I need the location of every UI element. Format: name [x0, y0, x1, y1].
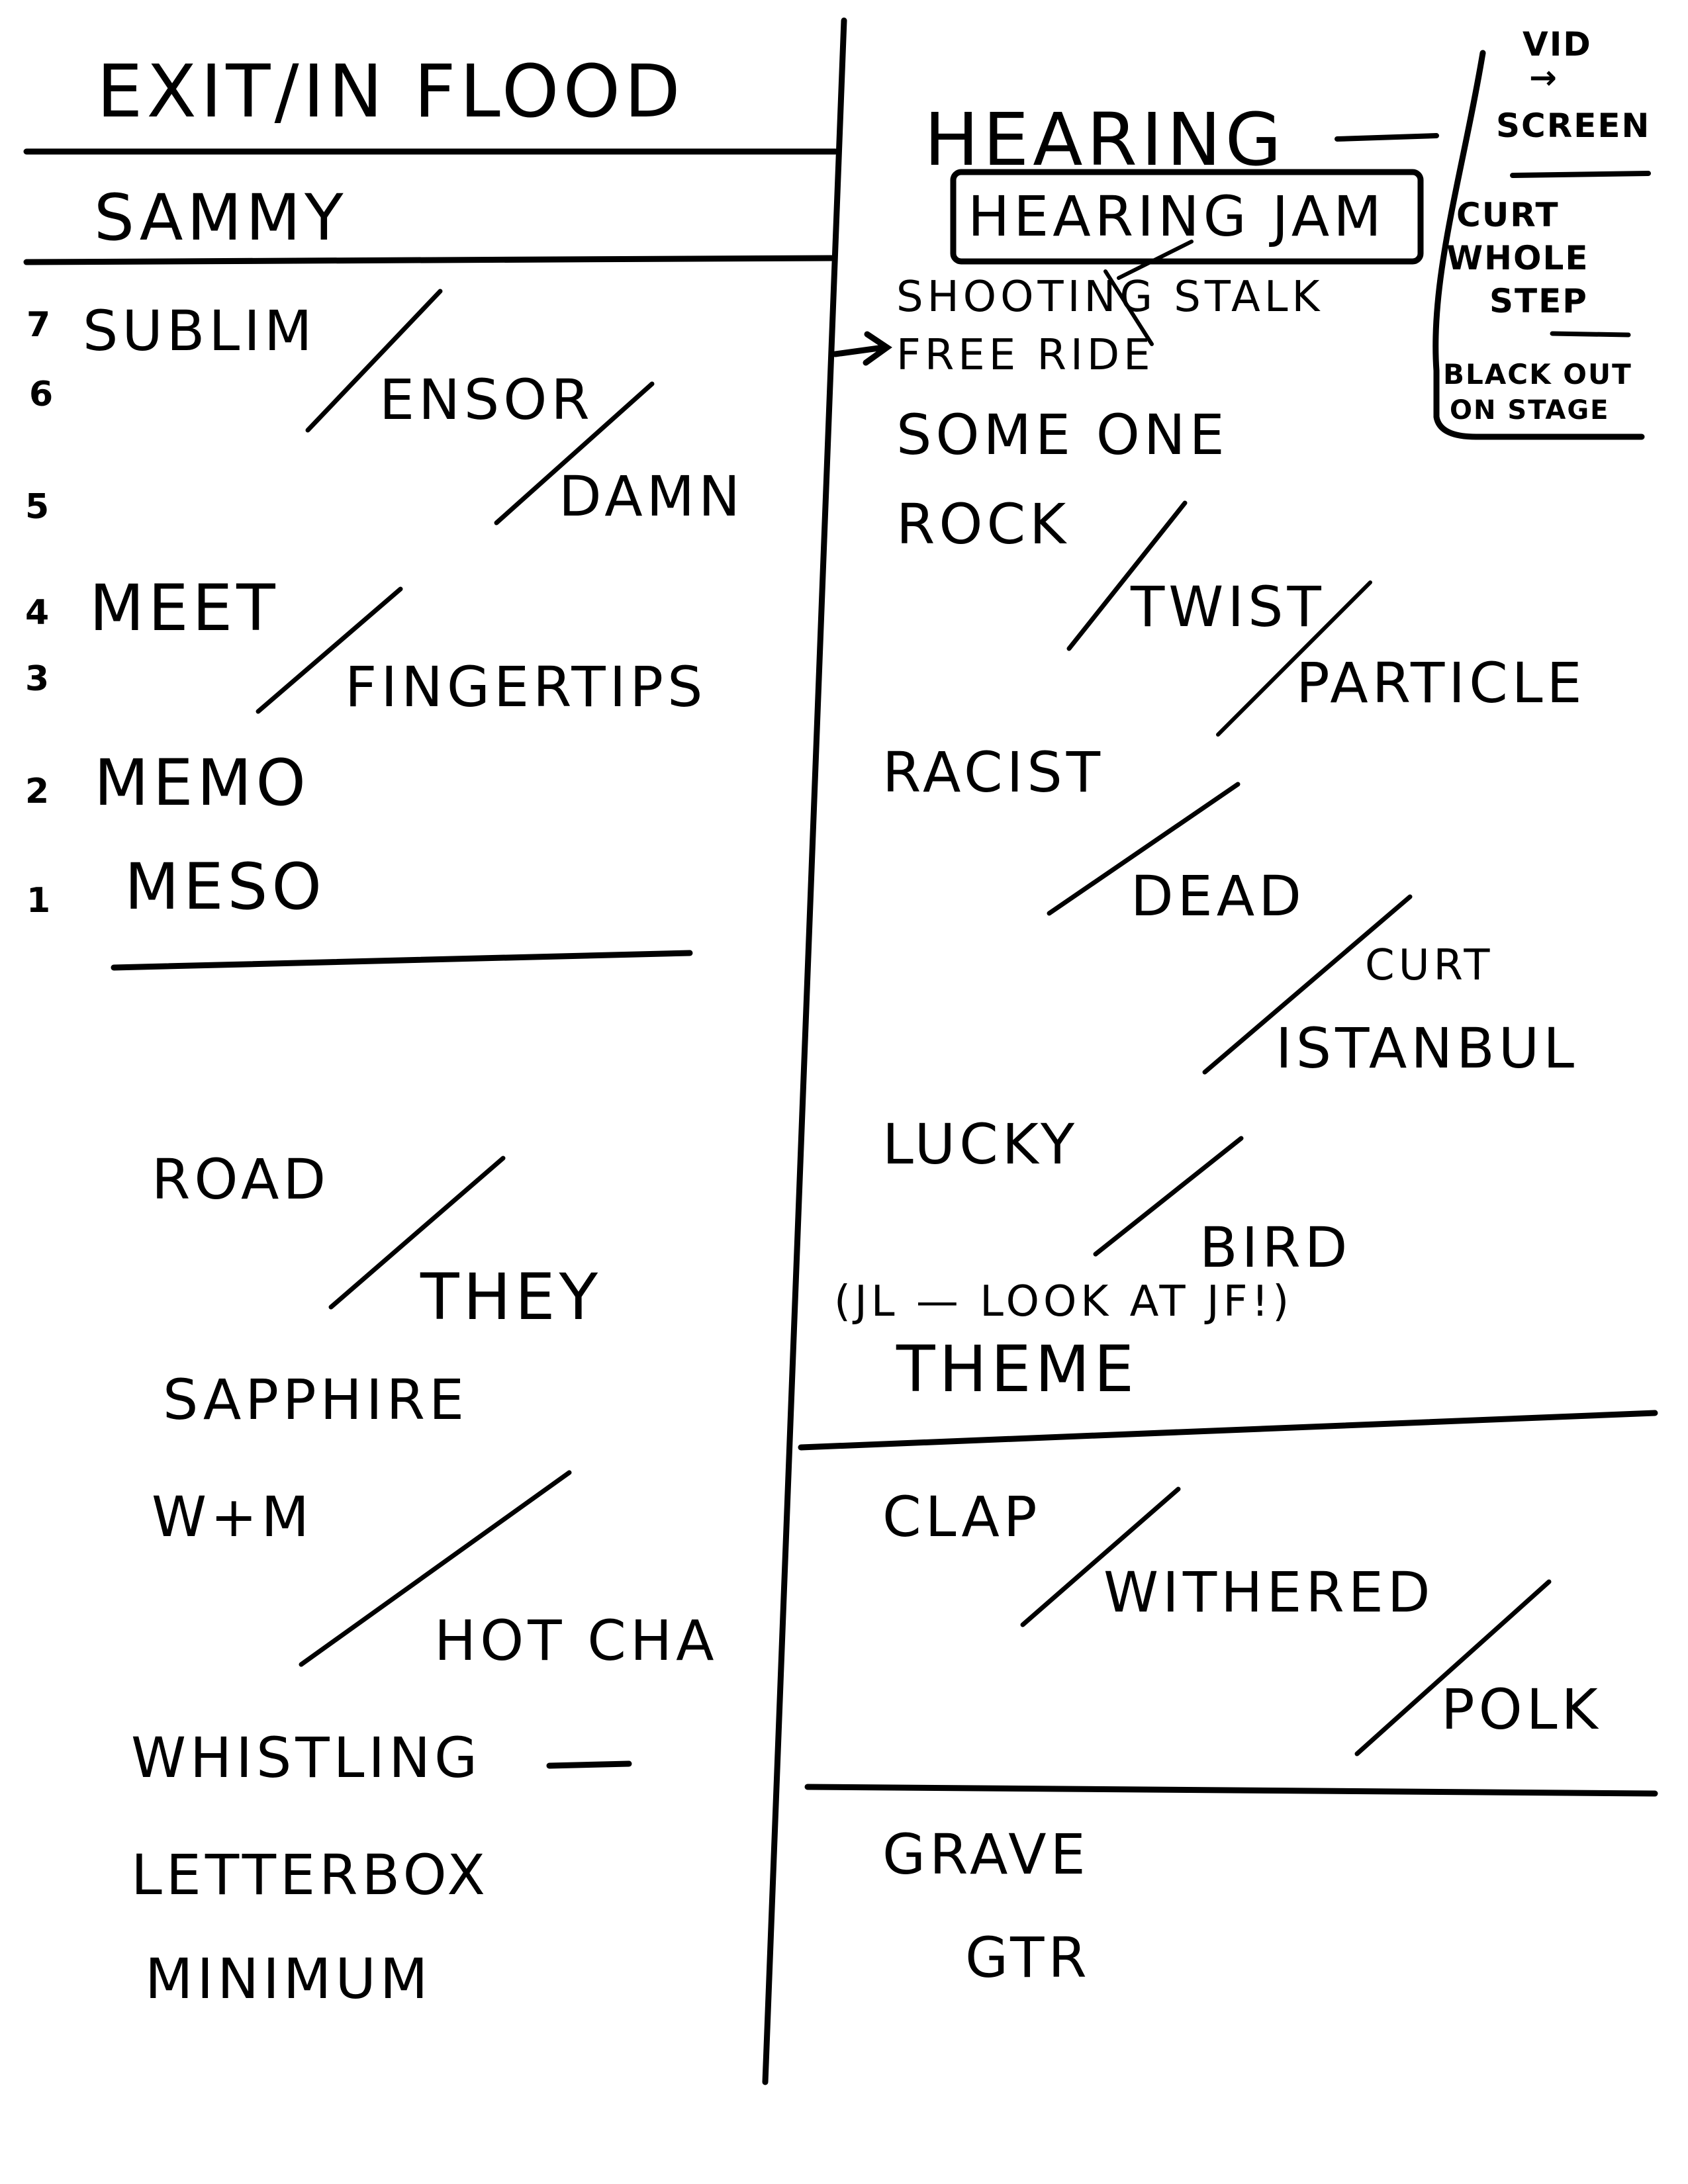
song: SAPPHIRE	[163, 1367, 469, 1432]
song: MEMO	[94, 746, 310, 820]
order-number: 5	[25, 487, 54, 527]
segue-slash	[1093, 1136, 1244, 1257]
boxed-song: HEARING JAM	[968, 184, 1385, 249]
song: PARTICLE	[1296, 651, 1586, 715]
segue-slash	[328, 1156, 506, 1310]
segue-slash	[1020, 1486, 1181, 1627]
show-title: EXIT/IN FLOOD	[97, 49, 684, 134]
song: THEY	[420, 1260, 602, 1334]
right-heading-song: HEARING	[924, 97, 1286, 182]
order-number: 6	[29, 375, 58, 414]
left-block-divider	[111, 950, 693, 971]
song: MEET	[89, 571, 279, 645]
song: ISTANBUL	[1276, 1016, 1579, 1081]
song: DAMN	[559, 464, 744, 529]
segue-slash	[305, 289, 443, 433]
song: MINIMUM	[145, 1946, 432, 2011]
side-bracket	[1432, 50, 1645, 440]
segue-slash	[256, 586, 403, 714]
song: GTR	[965, 1925, 1091, 1990]
note-arrow: →	[1529, 58, 1558, 97]
song: WITHERED	[1103, 1560, 1434, 1625]
song: POLK	[1441, 1677, 1602, 1742]
right-divider-1	[798, 1410, 1658, 1451]
song: CLAP	[882, 1484, 1041, 1549]
segue-slash	[494, 381, 655, 525]
song: MESO	[124, 850, 326, 924]
free-ride-arrow	[832, 331, 892, 366]
curt-underline	[1550, 331, 1631, 338]
song: SUBLIM	[83, 298, 316, 363]
order-number: 2	[25, 772, 54, 811]
song: GRAVE	[882, 1822, 1090, 1887]
song: WHISTLING	[131, 1725, 482, 1790]
order-number: 7	[26, 305, 55, 345]
screen-underline	[1510, 171, 1651, 178]
song: FINGERTIPS	[345, 655, 707, 719]
whistling-tail	[546, 1760, 632, 1769]
sammy-underline	[23, 255, 835, 265]
opener-song: SAMMY	[94, 181, 348, 255]
note-on-stage: ON STAGE	[1450, 395, 1610, 426]
song: SOME ONE	[896, 402, 1229, 467]
song: ROAD	[152, 1147, 330, 1212]
song: HOT CHA	[434, 1608, 718, 1673]
segue-slash	[1216, 580, 1372, 737]
song: TWIST	[1131, 574, 1325, 639]
song: SHOOTING STALK	[896, 273, 1324, 322]
performance-note: (JL — LOOK AT JF!)	[834, 1277, 1293, 1326]
song: LETTERBOX	[131, 1843, 489, 1907]
song: FREE RIDE	[896, 331, 1154, 380]
segue-slash	[1202, 894, 1413, 1075]
note-curt: CURT	[1456, 196, 1560, 234]
song: DEAD	[1131, 864, 1305, 929]
segue-slash	[299, 1470, 572, 1667]
song-note: CURT	[1365, 941, 1494, 990]
song: ENSOR	[379, 367, 594, 432]
segue-slash	[1066, 500, 1188, 651]
note-step: STEP	[1489, 282, 1588, 320]
order-number: 3	[25, 659, 54, 699]
right-divider-2	[804, 1784, 1658, 1797]
song: BIRD	[1199, 1215, 1352, 1280]
note-screen: SCREEN	[1496, 107, 1651, 145]
hearing-tail	[1335, 133, 1439, 142]
note-vid: VID	[1523, 25, 1592, 64]
segue-slash	[1103, 269, 1154, 346]
song: LUCKY	[882, 1112, 1079, 1177]
hearing-jam-box	[950, 169, 1424, 265]
order-number: 4	[25, 593, 54, 633]
segue-slash	[1047, 782, 1241, 916]
center-divider	[762, 17, 847, 2085]
jam-connector	[1117, 240, 1194, 280]
song: RACIST	[882, 740, 1105, 805]
segue-slash	[1354, 1579, 1552, 1756]
order-number: 1	[26, 881, 55, 921]
note-whole: WHOLE	[1446, 239, 1589, 277]
song: THEME	[896, 1332, 1138, 1406]
note-blackout: BLACK OUT	[1443, 358, 1632, 390]
song: W+M	[152, 1484, 313, 1549]
song: ROCK	[896, 492, 1070, 557]
